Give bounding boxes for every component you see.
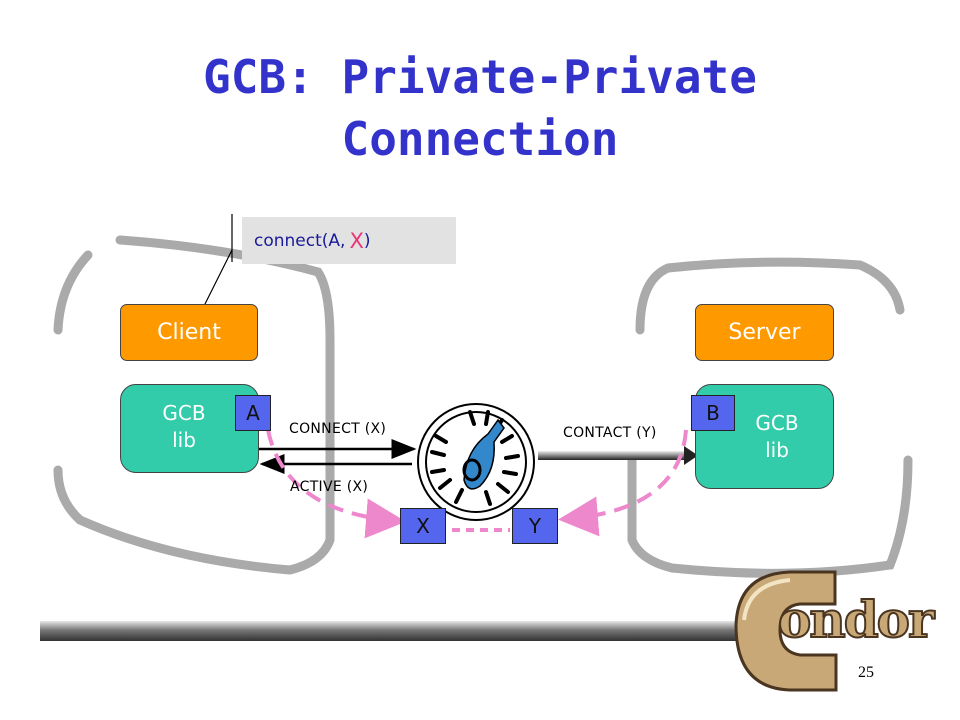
port-a-label: A (246, 401, 260, 425)
relay-port-x-label: X (416, 514, 430, 538)
client-app-box: Client (120, 304, 258, 361)
relay-port-y-box: Y (512, 508, 558, 544)
connect-message-label: CONNECT (X) (289, 421, 387, 437)
client-gcb-line2: lib (172, 428, 196, 452)
condor-logo-c (734, 570, 838, 692)
footer-bar (40, 621, 740, 641)
condor-logo-text: ondor (777, 589, 935, 650)
slide-title-line1: GCB: Private-Private (203, 50, 757, 104)
server-gcb-line2: lib (765, 438, 789, 462)
port-a-box: A (235, 395, 271, 431)
active-message-label: ACTIVE (X) (290, 479, 369, 495)
page-number: 25 (858, 664, 874, 681)
callout-highlight: X (349, 228, 364, 253)
port-b-box: B (691, 395, 735, 431)
client-gcb-lib-label: GCB lib (144, 400, 224, 454)
server-app-label: Server (728, 320, 801, 345)
callout-suffix: ) (363, 230, 371, 251)
contact-message-label: CONTACT (Y) (563, 425, 657, 441)
client-network-outline (53, 250, 93, 335)
slide-title-line2: Connection (341, 112, 619, 166)
relay-port-y-label: Y (528, 514, 542, 538)
server-app-box: Server (695, 304, 834, 361)
relay-compass-icon (417, 403, 535, 521)
client-app-label: Client (157, 320, 221, 345)
dashed-path-a-x (266, 429, 406, 539)
dashed-path-b-y (558, 429, 688, 537)
server-gcb-lib-label: GCB lib (737, 410, 817, 464)
server-gcb-line1: GCB (755, 411, 799, 435)
port-b-label: B (706, 401, 720, 425)
connect-call-callout: connect(A, X) (242, 217, 456, 264)
server-network-outline (635, 257, 905, 335)
client-gcb-line1: GCB (162, 401, 206, 425)
callout-prefix: connect(A, (254, 230, 346, 251)
relay-port-x-box: X (400, 508, 446, 544)
